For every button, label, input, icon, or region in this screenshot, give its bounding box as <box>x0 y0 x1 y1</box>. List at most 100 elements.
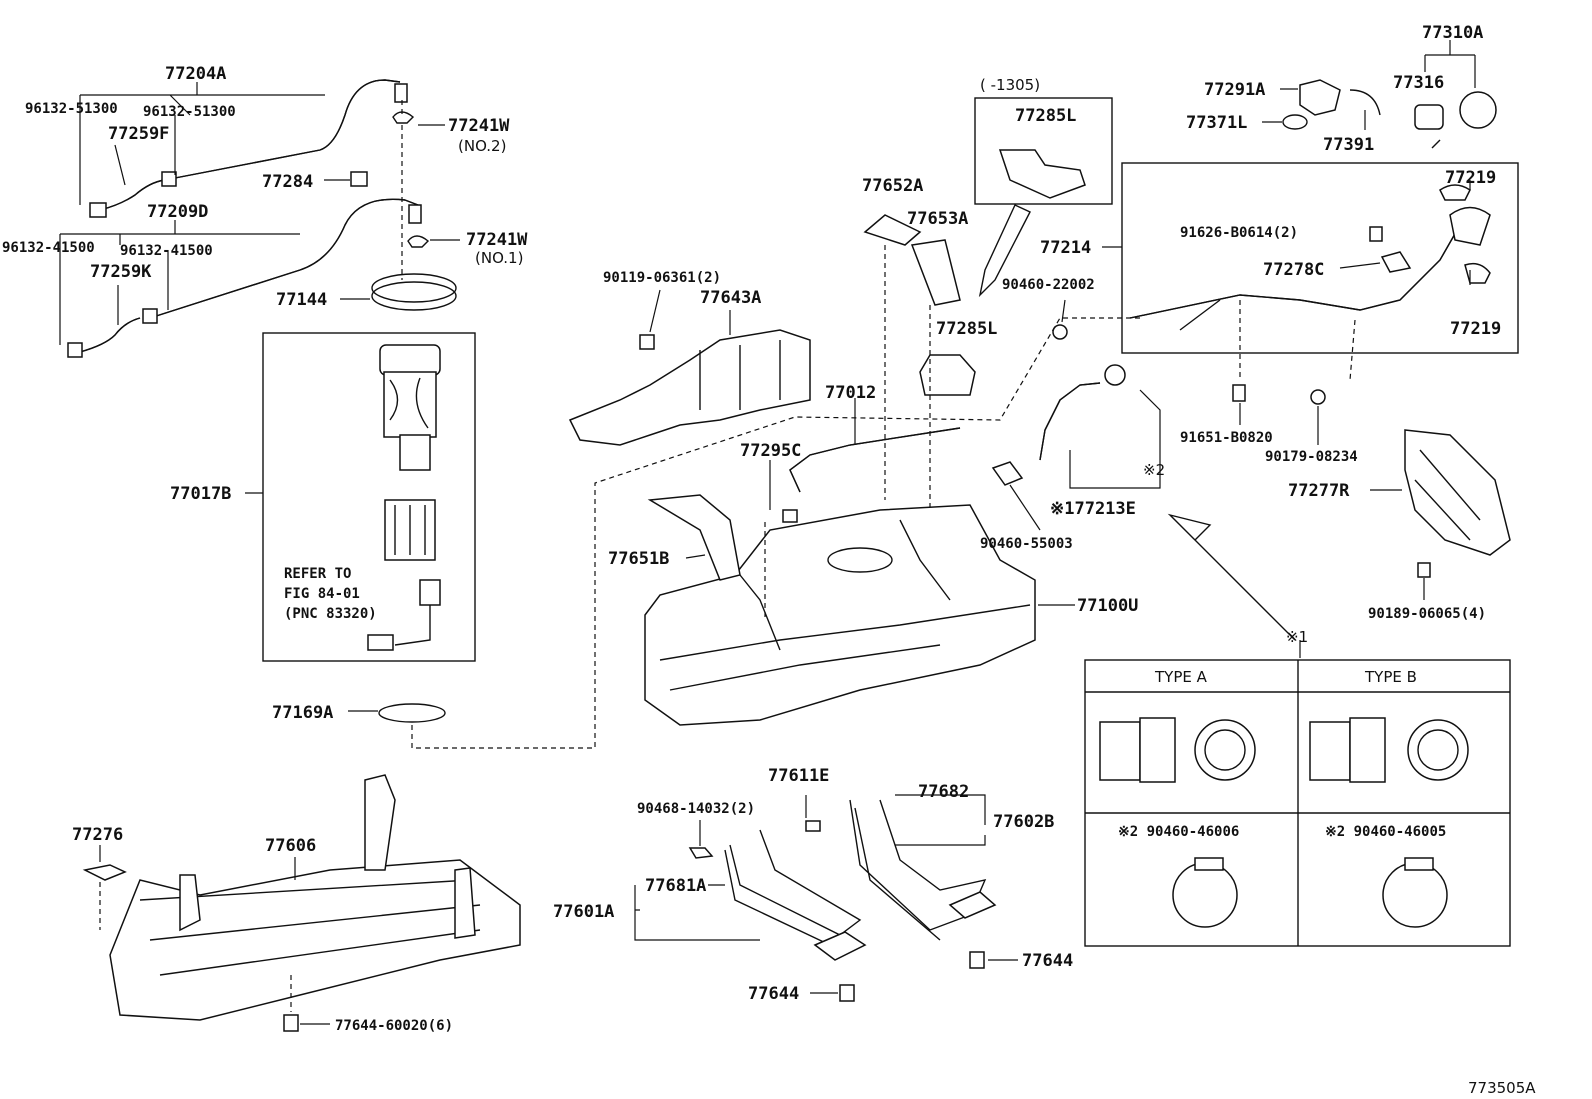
vent-line-assembly-upper <box>89 79 415 218</box>
label-77644-a: 77644 <box>748 984 799 1004</box>
heat-insulator-77643A-icon <box>568 329 811 446</box>
label-77017B: 77017B <box>170 484 231 504</box>
hose-clamp-icon <box>161 171 177 187</box>
hose-type-table <box>1084 659 1511 947</box>
clamp-77284-icon <box>350 171 368 187</box>
band-77602B-icon <box>849 799 997 941</box>
label-type-a: TYPE A <box>1154 668 1208 686</box>
vent-line-assembly-lower <box>67 198 430 358</box>
filler-pipe-77214-box <box>1121 162 1519 354</box>
label-77219-a: 77219 <box>1445 168 1496 188</box>
label-77214: 77214 <box>1040 238 1091 258</box>
label-77391: 77391 <box>1323 135 1374 155</box>
clamp-77219-a-icon <box>1449 206 1491 246</box>
label-77316: 77316 <box>1393 73 1444 93</box>
type-b-hose-icon <box>1309 717 1469 783</box>
hose-clamp-icon <box>142 308 158 324</box>
label-77602B: 77602B <box>993 812 1054 832</box>
clamp-77219-b-icon <box>1439 184 1471 201</box>
label-77285L: 77285L <box>936 319 997 339</box>
label-91651-B0820: 91651-B0820 <box>1180 430 1273 446</box>
label-type-b-clamp: ※2 90460-46005 <box>1325 824 1446 840</box>
nut-90179-icon <box>1310 389 1326 405</box>
label-77291A: 77291A <box>1204 80 1265 100</box>
label-range-1305: ( -1305) <box>980 76 1040 94</box>
insulator-77285L-box <box>974 97 1113 205</box>
insulator-77285L-icon <box>998 149 1086 199</box>
label-type-a-clamp: ※2 90460-46006 <box>1118 824 1239 840</box>
label-77209D: 77209D <box>147 202 208 222</box>
arrow-icon-2 <box>1167 513 1296 641</box>
bolt-77644-a-icon <box>839 984 855 1002</box>
fuel-cap-icon <box>1459 91 1497 129</box>
label-type-b: TYPE B <box>1364 668 1417 686</box>
label-90179-08234: 90179-08234 <box>1265 449 1358 465</box>
label-77284: 77284 <box>262 172 313 192</box>
label-77652A: 77652A <box>862 176 923 196</box>
clip-77295C-icon <box>782 509 798 523</box>
label-77277R: 77277R <box>1288 481 1350 501</box>
clamp-type-a-icon <box>1172 862 1238 928</box>
connector-icon <box>394 83 408 103</box>
label-90189-06065: 90189-06065(4) <box>1368 606 1486 622</box>
bolt-91626-icon <box>1369 226 1383 242</box>
label-77276: 77276 <box>72 825 123 845</box>
label-91626-B0614: 91626-B0614(2) <box>1180 225 1298 241</box>
label-refer-line3: (PNC 83320) <box>284 606 377 622</box>
label-77259K: 77259K <box>90 262 152 282</box>
bolt-77611E-icon <box>805 820 821 832</box>
filler-neck-77291A-icon <box>1299 79 1341 116</box>
label-77295C: 77295C <box>740 441 801 461</box>
label-96132-51300-b: 96132-51300 <box>143 104 236 120</box>
label-77241W-no2: 77241W <box>448 116 510 136</box>
label-77144: 77144 <box>276 290 327 310</box>
connector-icon <box>408 204 422 224</box>
protector-77606-icon <box>109 774 521 1021</box>
label-77310A: 77310A <box>1422 23 1483 43</box>
label-77012: 77012 <box>825 383 876 403</box>
o-ring-77371L-icon <box>1282 114 1308 130</box>
insulator-77285L-icon-2 <box>919 354 976 396</box>
label-77241W-no2-note: (NO.2) <box>458 137 506 155</box>
bolt-77644-b-icon <box>969 951 985 969</box>
label-77611E: 77611E <box>768 766 829 786</box>
bracket-77278C-icon <box>1380 251 1412 273</box>
arrow-icon <box>978 204 1031 298</box>
clip-icon <box>392 111 415 124</box>
label-77100U: 77100U <box>1077 596 1138 616</box>
clamp-90460-55003-icon <box>991 461 1024 486</box>
band-77601A-icon <box>724 829 867 961</box>
hose-77012-icon <box>789 427 961 493</box>
diagram-id: 773505A <box>1468 1079 1536 1097</box>
label-90460-55003: 90460-55003 <box>980 536 1073 552</box>
retainer-ring-77144-icon <box>371 281 457 311</box>
label-77213E: ※177213E <box>1050 499 1136 519</box>
bolt-91651-icon <box>1232 384 1246 402</box>
label-77644-60020: 77644-60020(6) <box>335 1018 453 1034</box>
label-77219-b: 77219 <box>1450 319 1501 339</box>
label-77241W-no1-note: (NO.1) <box>475 249 523 267</box>
label-96132-41500-b: 96132-41500 <box>120 243 213 259</box>
label-77371L: 77371L <box>1186 113 1247 133</box>
hose-clamp-icon <box>89 202 107 218</box>
label-77606: 77606 <box>265 836 316 856</box>
bolt-icon <box>639 334 655 350</box>
gasket-77316-icon <box>1414 104 1444 130</box>
cushion-77652A-icon <box>863 214 922 246</box>
clip-icon <box>407 235 430 248</box>
label-77278C: 77278C <box>1263 260 1324 280</box>
hose-clamp-icon <box>67 342 83 358</box>
label-77643A: 77643A <box>700 288 761 308</box>
label-77682: 77682 <box>918 782 969 802</box>
clamp-icon <box>1104 364 1126 386</box>
label-77653A: 77653A <box>907 209 968 229</box>
fuel-tank-77100U-icon <box>644 504 1036 726</box>
band-77651B-icon <box>647 494 741 581</box>
label-77285L-box: 77285L <box>1015 106 1076 126</box>
label-77681A: 77681A <box>645 876 706 896</box>
bracket-77276-icon <box>82 864 127 881</box>
label-refer-line1: REFER TO <box>284 566 351 582</box>
clamp-77219-c-icon <box>1464 262 1491 284</box>
label-mark1: ※1 <box>1286 628 1308 646</box>
